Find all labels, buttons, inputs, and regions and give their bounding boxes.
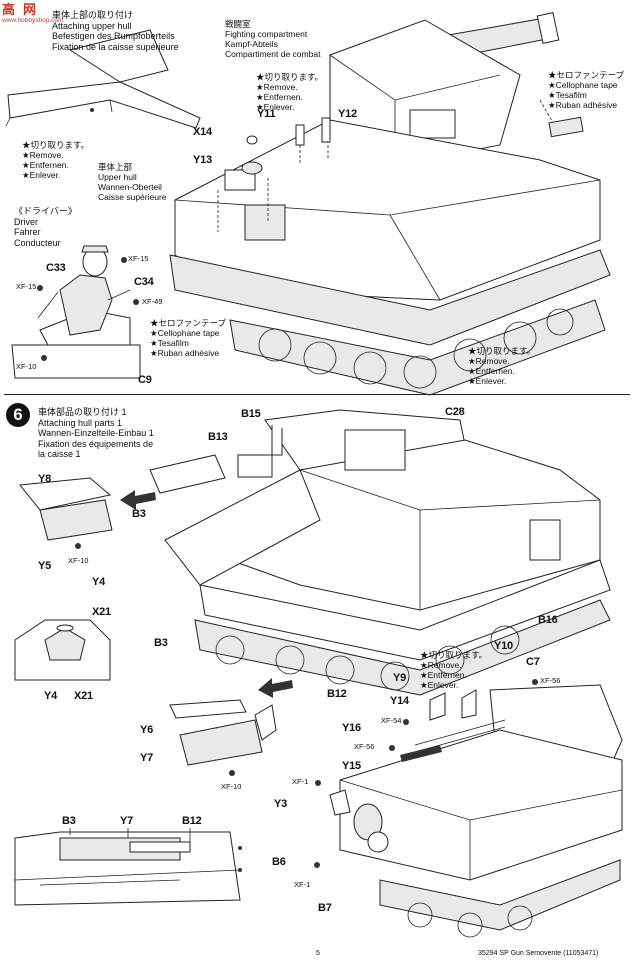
part-label-b12-a: B12 [327,688,347,700]
part-label-y5: Y5 [38,560,52,572]
part-label-c33: C33 [46,262,66,274]
paint-xf15-b: XF-15 [16,282,37,291]
step6-title: 車体部品の取り付け 1 Attaching hull parts 1 Wanne… [38,407,154,460]
y4-detail [14,619,111,681]
step6-title-fr2: la caisse 1 [38,449,81,459]
part-label-y13: Y13 [193,154,212,166]
step5-title-fr: Fixation de la caisse supérieure [52,41,179,52]
part-label-y7-a: Y7 [140,752,154,764]
part-label-x14: X14 [193,126,212,138]
step6-title-de: Wannen-Einzelteile-Einbau 1 [38,428,154,438]
cellophane-tape-mark [548,116,584,138]
upper-hull-label: 車体上部 Upper hull Wannen-Oberteil Caisse s… [98,162,167,202]
part-label-y4-b: Y4 [44,690,58,702]
part-label-x21-a: X21 [92,606,111,618]
part-label-b3-b: B3 [154,637,168,649]
part-label-y15: Y15 [342,760,361,772]
remove-note-step6: ★切り取ります。 ★Remove. ★Entfernen. ★Enlever. [420,650,488,690]
part-label-y14: Y14 [390,695,409,707]
part-label-y6: Y6 [140,724,154,736]
paint-xf56-a: XF-56 [540,676,561,685]
part-label-y7-b: Y7 [120,815,134,827]
part-label-y3: Y3 [274,798,288,810]
hull-side-sketch [5,29,201,129]
cellophane-note-mid: ★セロファンテープ ★Cellophane tape ★Tesafilm ★Ru… [150,318,226,358]
step5-title-jp: 車体上部の取り付け [52,10,134,20]
part-label-y12: Y12 [338,108,357,120]
watermark-logo: 高网 [2,2,37,17]
part-label-y11: Y11 [257,108,276,120]
part-label-b15: B15 [241,408,261,420]
site-watermark: 高网 www.hobbyshop.com [2,2,64,25]
paint-xf10-a: XF-10 [16,362,37,371]
remove-note-left: ★切り取ります。 ★Remove. ★Entfernen. ★Enlever. [22,140,90,180]
cellophane-note-top: ★セロファンテープ ★Cellophane tape ★Tesafilm ★Ru… [548,70,624,110]
part-label-x21-b: X21 [74,690,93,702]
watermark-url: www.hobbyshop.com [2,17,64,24]
step6-title-fr1: Fixation des équipements de [38,438,154,449]
step-number-6: 6 [6,403,30,427]
part-label-c28: C28 [445,406,465,418]
small-parts-top [241,117,331,175]
paint-xf1-b: XF-1 [294,880,311,889]
step5-title-en: Attaching upper hull [52,20,132,31]
part-label-b3-c: B3 [62,815,76,827]
part-label-c7: C7 [526,656,540,668]
step5-title: 車体上部の取り付け Attaching upper hull Befestige… [52,10,179,52]
page-number: 5 [316,950,320,957]
section-divider [4,394,630,395]
part-label-c9: C9 [138,374,152,386]
driver-figure [11,245,141,379]
paint-xf15-a: XF-15 [128,254,149,263]
part-label-y8: Y8 [38,473,52,485]
paint-xf49: XF-49 [142,297,163,306]
tank-top-assembly [169,12,611,396]
part-label-b12-b: B12 [182,815,202,827]
step6-title-en: Attaching hull parts 1 [38,417,123,428]
remove-note-top: ★切り取ります。 ★Remove. ★Entfernen. ★Enlever. [256,72,324,112]
part-label-y9: Y9 [393,672,407,684]
part-label-y10: Y10 [494,640,513,652]
part-label-b16: B16 [538,614,558,626]
step6-lower-tank [329,684,623,938]
step6-exhaust-parts [19,454,293,766]
paint-xf1-a: XF-1 [292,777,309,786]
product-code: 35294 SP Gun Semovente (11053471) [478,950,599,957]
paint-xf56-b: XF-56 [354,742,375,751]
part-label-b6: B6 [272,856,286,868]
paint-xf10-c: XF-10 [221,782,242,791]
step6-title-jp: 車体部品の取り付け 1 [38,407,127,417]
part-label-b13: B13 [208,431,228,443]
fighting-compartment-label: 戦闘室 Fighting compartment Kampf-Abteils C… [225,19,321,59]
remove-note-bottom-right: ★切り取ります。 ★Remove. ★Entfernen. ★Enlever. [468,346,536,386]
side-view-detail [14,828,242,906]
step5-title-de: Befestigen des Rumpfoberteils [52,31,175,41]
part-label-y4-a: Y4 [92,576,106,588]
paint-dots [37,257,538,868]
paint-xf10-b: XF-10 [68,556,89,565]
driver-label: 《ドライバー》 Driver Fahrer Conducteur [14,206,77,248]
step6-main-tank [164,409,611,696]
part-label-b3-a: B3 [132,508,146,520]
part-label-b7: B7 [318,902,332,914]
part-label-c34: C34 [134,276,154,288]
part-label-y16: Y16 [342,722,361,734]
paint-xf54: XF-54 [381,716,402,725]
